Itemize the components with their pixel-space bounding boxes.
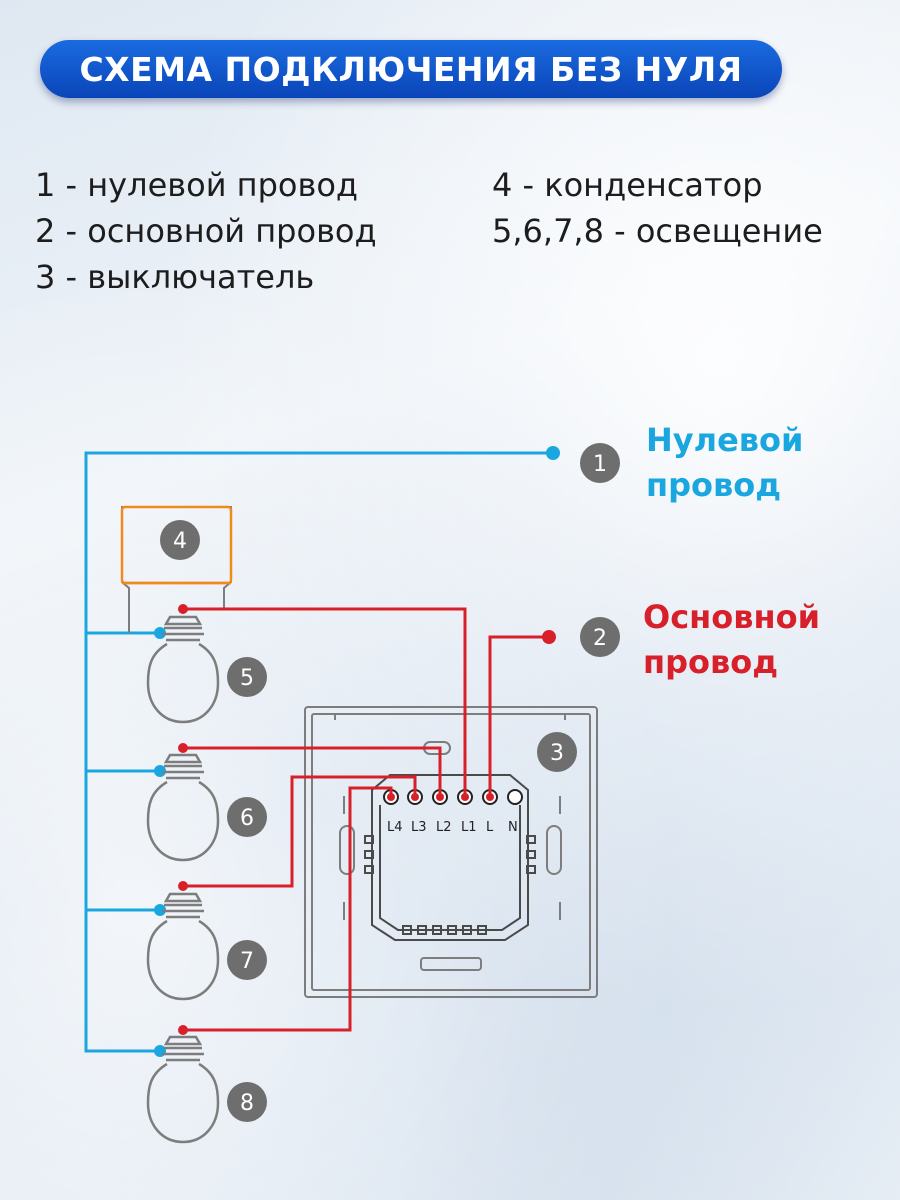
phase-wires [183,607,549,1032]
lamp5-phase-dot [178,604,188,614]
lamp-6 [146,753,220,862]
legend-item-neutral: 1 - нулевой провод [35,166,359,204]
legend-item-capacitor: 4 - конденсатор [492,166,763,204]
legend-item-phase: 2 - основной провод [35,212,377,250]
terminal-label-l2: L2 [436,820,452,835]
terminal-label-l4: L4 [387,820,403,835]
svg-text:4: 4 [173,529,187,554]
svg-text:3: 3 [550,741,564,766]
neutral-endpoint-dot [546,446,560,460]
lamp7-neutral-dot [154,904,166,916]
marker-5: 5 [227,657,267,697]
marker-2: 2 [580,617,620,657]
lamp8-phase-dot [178,1025,188,1035]
terminal-label-n: N [508,820,518,835]
capacitor [120,505,233,633]
lamp6-to-l2-wire [183,746,442,797]
legend-right: 4 - конденсатор 5,6,7,8 - освещение [492,162,823,254]
neutral-wire-label: Нулевой провод [646,418,803,508]
legend-item-lighting: 5,6,7,8 - освещение [492,212,823,250]
legend-item-switch: 3 - выключатель [35,258,315,296]
phase-endpoint-dot [542,630,556,644]
page-title: СХЕМА ПОДКЛЮЧЕНИЯ БЕЗ НУЛЯ [79,49,743,89]
marker-4: 4 [160,520,200,560]
svg-text:1: 1 [593,452,607,477]
neutral-wires [84,451,553,1053]
marker-7: 7 [227,940,267,980]
svg-text:7: 7 [240,949,254,974]
svg-text:5: 5 [240,666,254,691]
terminal-wire-dots [387,793,494,801]
switch-plate [304,706,598,998]
terminal-label-l1: L1 [461,820,477,835]
terminal-label-l: L [486,820,494,835]
phase-wire-label: Основной провод [643,595,820,685]
lamp-7 [146,892,220,1001]
svg-text:8: 8 [240,1091,254,1116]
marker-6: 6 [227,797,267,837]
phase-label-line1: Основной [643,598,821,636]
legend-left: 1 - нулевой провод 2 - основной провод 3… [35,162,377,300]
svg-text:6: 6 [240,806,254,831]
svg-text:2: 2 [593,626,607,651]
lamp-8 [146,1035,220,1144]
neutral-label-line2: провод [646,466,782,504]
terminal-label-l3: L3 [411,820,427,835]
lamp7-to-l3-wire [183,775,417,888]
marker-3: 3 [537,732,577,772]
marker-8: 8 [227,1082,267,1122]
lamp6-phase-dot [178,743,188,753]
lamp6-neutral-dot [154,765,166,777]
lamp5-to-l1-wire [183,607,467,797]
terminal-n-screw [507,789,523,805]
neutral-main-wire [84,451,553,1053]
lamp8-to-l4-wire [183,786,393,1032]
marker-1: 1 [580,443,620,483]
phase-main-wire [488,635,549,797]
lamp-5 [146,615,220,724]
lamp5-neutral-dot [154,627,166,639]
neutral-label-line1: Нулевой [646,421,804,459]
switch-module [364,774,536,941]
terminal-block [383,789,523,805]
phase-label-line2: провод [643,643,779,681]
title-banner: СХЕМА ПОДКЛЮЧЕНИЯ БЕЗ НУЛЯ [40,40,782,98]
lamp7-phase-dot [178,881,188,891]
